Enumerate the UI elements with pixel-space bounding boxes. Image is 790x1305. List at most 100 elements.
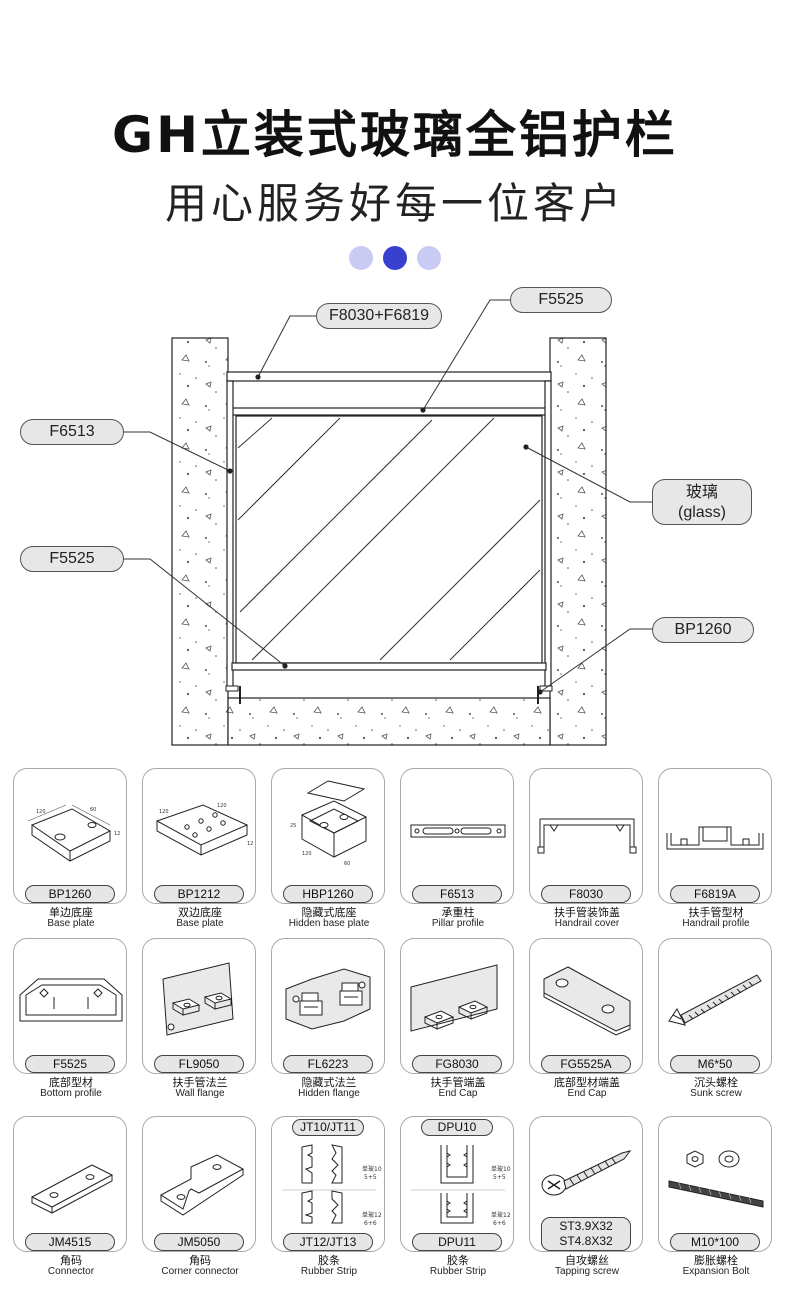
- svg-text:60: 60: [90, 807, 96, 813]
- part-card-f8030[interactable]: F8030: [529, 768, 643, 904]
- svg-text:12: 12: [247, 841, 253, 847]
- bottom-profile-icon: [19, 978, 123, 1022]
- part-name-en: Pillar profile: [431, 918, 485, 929]
- pillar-left: [226, 380, 234, 690]
- spec-note: 6+6: [364, 1220, 377, 1227]
- part-card-fg8030[interactable]: FG8030: [400, 938, 514, 1074]
- double-base-plate-icon: 120 120 12: [155, 803, 253, 856]
- part-code: F5525: [25, 1055, 115, 1073]
- single-base-plate-icon: 120 60 12: [27, 804, 120, 862]
- base-plate-left: [225, 685, 241, 704]
- part-code: ST3.9X32 ST4.8X32: [541, 1217, 631, 1251]
- svg-text:120: 120: [217, 803, 227, 809]
- part-card-fl9050[interactable]: FL9050: [142, 938, 256, 1074]
- part-name-cn: 扶手管装饰盖: [554, 906, 620, 919]
- part-code: F6819A: [670, 885, 760, 903]
- part-name-cn: 扶手管端盖: [430, 1076, 486, 1089]
- part-card-hbp1260[interactable]: 25 120 60 HBP1260: [271, 768, 385, 904]
- part-name-en: Bottom profile: [40, 1088, 102, 1099]
- part-card-dpu11[interactable]: DPU10 单玻10 5+5 单玻12 6+6 DPU11: [400, 1116, 514, 1252]
- part-card-fg5525a[interactable]: FG5525A: [529, 938, 643, 1074]
- part-code: FG5525A: [541, 1055, 631, 1073]
- bottom-profile: [231, 662, 547, 671]
- spec-note: 5+5: [364, 1174, 377, 1181]
- spec-note: 单玻12: [491, 1212, 511, 1219]
- spec-note: 单玻12: [362, 1212, 382, 1219]
- part-name-en: Handrail profile: [682, 918, 750, 929]
- callout-base-plate: BP1260: [652, 617, 754, 643]
- part-card-st3-9x32[interactable]: ST3.9X32 ST4.8X32: [529, 1116, 643, 1252]
- part-card-jt12[interactable]: JT10/JT11 单玻10 5+5 单玻12 6+6 JT12/JT13: [271, 1116, 385, 1252]
- part-name-cn: 扶手管法兰: [172, 1076, 228, 1089]
- part-name-cn: 底部型材: [49, 1076, 93, 1089]
- part-card-m6-50[interactable]: M6*50: [658, 938, 772, 1074]
- part-card-f6513[interactable]: F6513: [400, 768, 514, 904]
- callout-glass-cn: 玻璃: [685, 484, 718, 501]
- part-code-line1: ST3.9X32: [559, 1219, 613, 1233]
- concrete-wall-right: [549, 337, 607, 746]
- part-card-jm5050[interactable]: JM5050: [142, 1116, 256, 1252]
- top-profile: [231, 407, 547, 416]
- part-card-f5525[interactable]: F5525: [13, 938, 127, 1074]
- part-code: JM5050: [154, 1233, 244, 1251]
- part-card-m10-100[interactable]: M10*100: [658, 1116, 772, 1252]
- part-code: BP1260: [25, 885, 115, 903]
- spec-note: 6+6: [493, 1220, 506, 1227]
- part-code-top: DPU10: [421, 1119, 493, 1136]
- part-card-f6819a[interactable]: F6819A: [658, 768, 772, 904]
- leader-dots: [227, 374, 543, 695]
- part-code: M6*50: [670, 1055, 760, 1073]
- part-card-bp1260[interactable]: 120 60 12 BP1260: [13, 768, 127, 904]
- callout-glass-en: (glass): [677, 504, 726, 521]
- part-code: FL9050: [154, 1055, 244, 1073]
- svg-text:60: 60: [344, 861, 350, 867]
- part-name-cn: 膨胀螺栓: [694, 1254, 738, 1267]
- part-name-en: Expansion Bolt: [682, 1266, 750, 1277]
- handrail-end-cap-icon: [410, 964, 498, 1032]
- carousel-dot[interactable]: [417, 246, 441, 270]
- part-name-en: Corner connector: [161, 1266, 239, 1277]
- part-name-en: Base plate: [47, 918, 95, 929]
- sunk-screw-icon: [668, 974, 762, 1026]
- rubber-strip-icon: [282, 1144, 376, 1224]
- part-code: BP1212: [154, 885, 244, 903]
- handrail-cover-icon: [537, 818, 637, 854]
- carousel-dot[interactable]: [349, 246, 373, 270]
- part-name-cn: 承重柱: [441, 906, 475, 919]
- part-card-fl6223[interactable]: FL6223: [271, 938, 385, 1074]
- part-code: F6513: [412, 885, 502, 903]
- svg-text:120: 120: [36, 809, 46, 815]
- u-rubber-strip-icon: [411, 1145, 505, 1224]
- concrete-floor: [227, 697, 551, 746]
- carousel-dots: [0, 246, 790, 272]
- part-name-en: Wall flange: [175, 1088, 225, 1099]
- part-card-bp1212[interactable]: 120 120 12 BP1212: [142, 768, 256, 904]
- spec-note: 5+5: [493, 1174, 506, 1181]
- part-name-en: End Cap: [438, 1088, 478, 1099]
- part-code: JM4515: [25, 1233, 115, 1251]
- part-name-cn: 隐藏式法兰: [301, 1076, 357, 1089]
- part-name-cn: 底部型材端盖: [554, 1076, 620, 1089]
- part-card-jm4515[interactable]: JM4515: [13, 1116, 127, 1252]
- part-code: FL6223: [283, 1055, 373, 1073]
- part-name-cn: 双边底座: [178, 906, 222, 919]
- hidden-base-plate-icon: 25 120 60: [290, 780, 368, 867]
- pillar-profile-icon: [410, 824, 506, 838]
- svg-text:12: 12: [114, 831, 120, 837]
- part-name-en: Handrail cover: [554, 918, 620, 929]
- tapping-screw-icon: [541, 1150, 632, 1196]
- part-name-cn: 自攻螺丝: [565, 1254, 609, 1267]
- bottom-end-cap-icon: [543, 966, 631, 1036]
- leader-lines: [122, 299, 652, 693]
- part-code-line2: ST4.8X32: [559, 1234, 613, 1248]
- wall-flange-icon: [162, 962, 234, 1036]
- part-code: FG8030: [412, 1055, 502, 1073]
- callout-bottom-profile: F5525: [20, 546, 124, 572]
- carousel-dot-active[interactable]: [383, 246, 407, 270]
- spec-note: 单玻10: [491, 1166, 511, 1173]
- part-code: HBP1260: [283, 885, 373, 903]
- part-name-en: Base plate: [176, 918, 224, 929]
- part-code-top: JT10/JT11: [292, 1119, 364, 1136]
- handrail-profile: [226, 371, 552, 382]
- callout-top-profile: F5525: [510, 287, 612, 313]
